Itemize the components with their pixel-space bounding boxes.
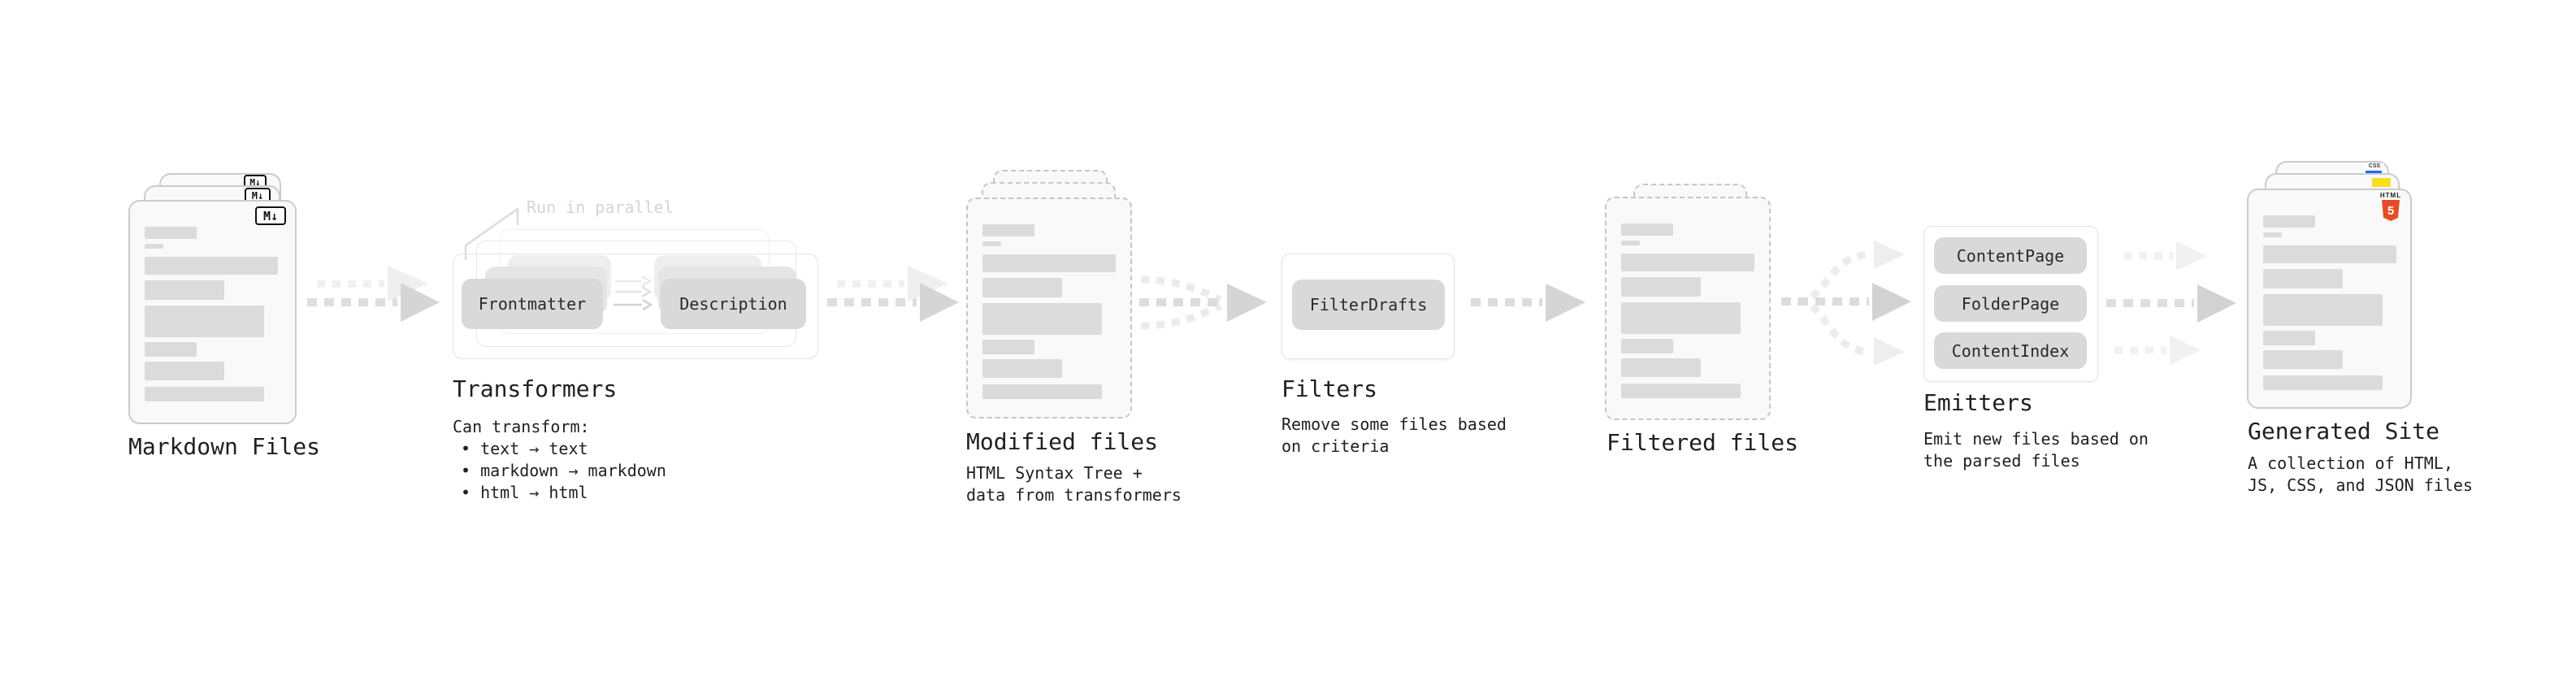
arrow-head — [2197, 284, 2236, 323]
css-icon: CSS — [2365, 163, 2384, 173]
text-line-placeholder — [2263, 245, 2396, 263]
subtitle-line: Remove some files based — [1281, 414, 1507, 434]
markdown-file-card-front — [128, 200, 297, 424]
subtitle-line: data from transformers — [966, 485, 1182, 505]
text-line-placeholder — [145, 362, 224, 380]
text-line-placeholder — [145, 342, 197, 357]
markdown-icon: M↓ — [255, 206, 286, 225]
emitters-subtitle: Emit new files based on the parsed files — [1923, 428, 2149, 472]
text-line-placeholder — [1621, 277, 1701, 297]
filterdrafts-pill: FilterDrafts — [1292, 280, 1445, 330]
text-line-placeholder — [1621, 254, 1754, 271]
html5-icon-shield: 5 — [2382, 200, 2400, 221]
subtitle-line: A collection of HTML, — [2248, 453, 2453, 473]
transformers-label: Transformers — [453, 375, 618, 402]
split-head-bottom — [1874, 337, 1905, 366]
split-curve-top — [1797, 250, 1871, 306]
arrow-faint-top-head — [2176, 241, 2207, 271]
html5-icon-word: HTML — [2379, 192, 2402, 199]
transformers-subtitle: Can transform: — [453, 417, 590, 436]
subtitle-line: on criteria — [1281, 436, 1390, 456]
text-line-placeholder — [145, 244, 163, 249]
emitters-label: Emitters — [1923, 389, 2033, 416]
text-line-placeholder — [145, 227, 197, 239]
text-line-placeholder — [1621, 358, 1701, 377]
transformers-bullet-list: • text → text • markdown → markdown • ht… — [461, 438, 666, 504]
filters-label: Filters — [1281, 375, 1378, 402]
filtered-file-card-front — [1605, 197, 1771, 420]
split-curve-bottom — [1797, 297, 1871, 356]
css-icon-underline — [2366, 171, 2382, 173]
text-line-placeholder — [1621, 339, 1673, 354]
subtitle-line: HTML Syntax Tree + — [966, 463, 1143, 483]
modified-files-label: Modified files — [966, 428, 1159, 455]
text-line-placeholder — [145, 257, 278, 275]
text-line-placeholder — [2263, 331, 2315, 345]
merge-curve-top — [1140, 275, 1222, 304]
split-head-top — [1874, 241, 1905, 269]
modified-files-subtitle: HTML Syntax Tree + data from transformer… — [966, 462, 1182, 506]
html5-icon: HTML 5 — [2379, 192, 2402, 221]
generated-site-subtitle: A collection of HTML, JS, CSS, and JSON … — [2248, 453, 2473, 497]
text-line-placeholder — [1621, 241, 1640, 245]
text-line-placeholder — [145, 306, 264, 337]
subtitle-line: Emit new files based on — [1923, 429, 2149, 449]
site-file-card-front — [2247, 189, 2412, 409]
text-line-placeholder — [2263, 232, 2282, 237]
arrow-head — [1546, 284, 1585, 322]
text-line-placeholder — [2263, 350, 2343, 369]
arrow-head — [1227, 284, 1267, 322]
text-line-placeholder — [982, 340, 1034, 354]
text-line-placeholder — [2263, 294, 2383, 326]
arrow-head — [920, 283, 959, 322]
text-line-placeholder — [1621, 302, 1741, 334]
modified-file-card-front — [966, 197, 1132, 419]
text-line-placeholder — [982, 254, 1116, 272]
contentpage-pill: ContentPage — [1934, 237, 2087, 274]
run-in-parallel-annotation: Run in parallel — [527, 197, 674, 217]
arrow-faint-bottom-head — [2170, 336, 2201, 365]
arrow-ghost-head — [388, 266, 428, 301]
bullet-item: • text → text — [461, 439, 588, 458]
arrow-ghost-head — [908, 266, 948, 301]
arrow-filtered-to-emitters-split — [1781, 241, 1911, 366]
contentindex-pill: ContentIndex — [1934, 332, 2087, 369]
arrow-markdown-to-transformers — [307, 266, 440, 322]
text-line-placeholder — [982, 303, 1102, 335]
text-line-placeholder — [2263, 375, 2383, 390]
bullet-item: • markdown → markdown — [461, 461, 666, 480]
arrow-head — [1872, 283, 1911, 321]
text-line-placeholder — [982, 224, 1034, 236]
arrows-emitters-to-site — [2106, 241, 2236, 365]
description-pill: Description — [661, 279, 806, 329]
text-line-placeholder — [982, 384, 1102, 399]
merge-curve-bottom — [1140, 301, 1222, 330]
javascript-icon — [2372, 178, 2391, 187]
arrow-filters-to-filtered — [1471, 284, 1585, 322]
text-line-placeholder — [2263, 215, 2315, 228]
bullet-item: • html → html — [461, 483, 588, 502]
text-line-placeholder — [145, 387, 264, 401]
transformer-container-front — [453, 254, 818, 359]
frontmatter-pill: Frontmatter — [462, 279, 603, 329]
folderpage-pill: FolderPage — [1934, 285, 2087, 322]
generated-site-label: Generated Site — [2248, 418, 2440, 445]
subtitle-line: JS, CSS, and JSON files — [2248, 475, 2473, 495]
text-line-placeholder — [982, 278, 1062, 297]
text-line-placeholder — [982, 359, 1062, 378]
arrow-head — [401, 283, 440, 322]
subtitle-line: the parsed files — [1923, 451, 2080, 471]
text-line-placeholder — [1621, 384, 1741, 398]
text-line-placeholder — [145, 280, 224, 300]
filters-subtitle: Remove some files based on criteria — [1281, 414, 1507, 458]
filtered-files-label: Filtered files — [1607, 429, 1799, 456]
html5-icon-number: 5 — [2387, 203, 2395, 218]
text-line-placeholder — [2263, 269, 2343, 288]
arrow-transformers-to-modified — [827, 266, 959, 322]
markdown-files-label: Markdown Files — [128, 433, 321, 460]
arrow-modified-to-filters-merge — [1139, 275, 1267, 330]
text-line-placeholder — [982, 241, 1001, 246]
text-line-placeholder — [1621, 223, 1673, 236]
css-icon-label: CSS — [2368, 163, 2381, 169]
